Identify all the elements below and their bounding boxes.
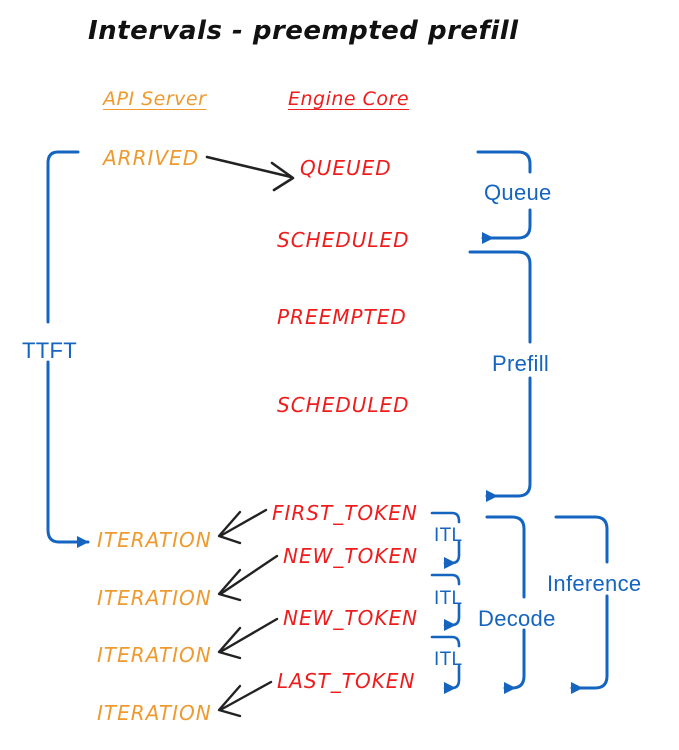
event-iteration-4: ITERATION	[97, 701, 212, 725]
event-iteration-3: ITERATION	[97, 643, 212, 667]
transition-arrow-new-token-2	[217, 617, 279, 660]
event-preempted: PREEMPTED	[277, 305, 407, 329]
column-header-engine-core: Engine Core	[288, 88, 410, 110]
event-last-token: LAST_TOKEN	[277, 669, 416, 693]
interval-bracket-decode	[485, 515, 526, 694]
interval-bracket-prefill	[468, 250, 532, 502]
interval-label-itl-2: ITL	[434, 588, 463, 609]
interval-bracket-itl-2	[430, 573, 461, 631]
event-queued: QUEUED	[300, 156, 392, 180]
interval-label-itl-3: ITL	[434, 649, 463, 670]
event-arrived: ARRIVED	[103, 146, 200, 170]
event-scheduled-1: SCHEDULED	[277, 228, 410, 252]
transition-arrow-new-token-1	[217, 554, 279, 602]
column-header-api-server: API Server	[103, 88, 207, 110]
event-first-token: FIRST_TOKEN	[272, 501, 418, 525]
interval-label-prefill: Prefill	[492, 351, 550, 376]
transition-arrow-arrived-to-queued	[205, 155, 295, 192]
event-new-token-2: NEW_TOKEN	[283, 606, 419, 630]
interval-bracket-itl-3	[430, 635, 461, 694]
transition-arrow-last-token	[217, 680, 273, 718]
interval-label-queue: Queue	[484, 180, 552, 205]
interval-bracket-queue	[476, 150, 532, 244]
interval-bracket-ttft	[46, 150, 90, 548]
interval-label-ttft: TTFT	[22, 338, 77, 363]
event-scheduled-2: SCHEDULED	[277, 393, 410, 417]
event-new-token-1: NEW_TOKEN	[283, 544, 419, 568]
interval-label-decode: Decode	[478, 606, 556, 631]
interval-label-itl-1: ITL	[434, 525, 463, 546]
interval-label-inference: Inference	[547, 571, 642, 596]
event-iteration-2: ITERATION	[97, 586, 212, 610]
interval-bracket-inference	[554, 515, 609, 694]
interval-bracket-itl-1	[430, 511, 461, 569]
page-title: Intervals - preempted prefill	[88, 16, 519, 46]
event-iteration-1: ITERATION	[97, 528, 212, 552]
transition-arrow-first-token	[217, 508, 268, 545]
